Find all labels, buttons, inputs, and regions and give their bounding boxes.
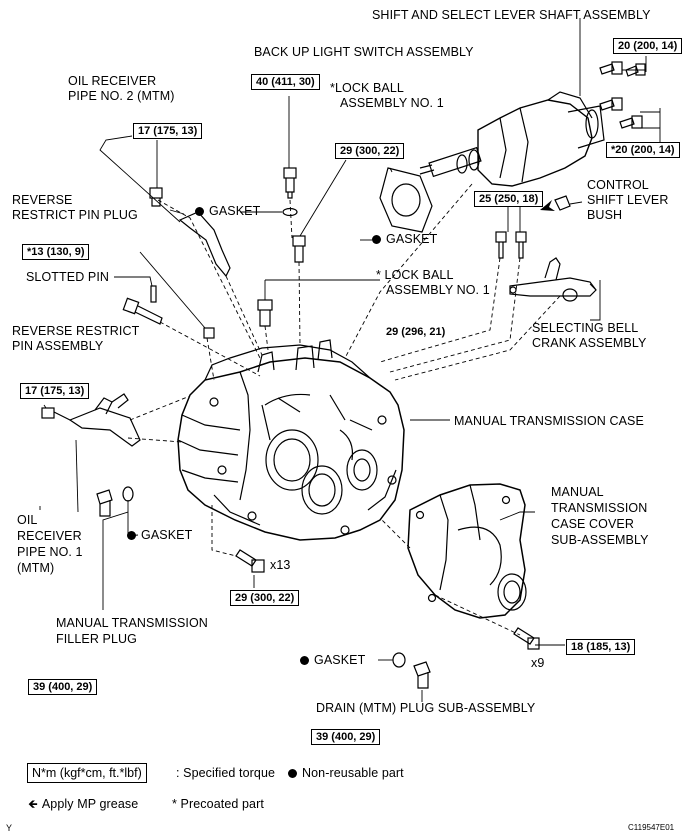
torque-shaft-bolts-precoated: *20 (200, 14) <box>606 142 680 158</box>
label-oil-receiver-1-line4: (MTM) <box>17 561 55 575</box>
leader-lines <box>39 18 661 702</box>
torque-case-bolts: 29 (300, 22) <box>230 590 300 606</box>
label-control-line1: CONTROL <box>587 178 649 192</box>
cover-bolt-drawing <box>513 627 540 650</box>
label-oil-receiver-1-line2: RECEIVER <box>17 529 82 543</box>
label-gasket-backup: GASKET <box>195 204 260 219</box>
filler-gasket-drawing <box>122 486 134 502</box>
label-slotted-pin: SLOTTED PIN <box>26 270 110 284</box>
legend-torque-text: : Specified torque <box>176 766 276 780</box>
label-filler-line1: MANUAL TRANSMISSION <box>56 616 208 630</box>
torque-bell-crank-bolts: 25 (250, 18) <box>474 191 544 207</box>
label-reverse-plug-line2: RESTRICT PIN PLUG <box>12 208 138 222</box>
label-cover-line4: SUB-ASSEMBLY <box>551 533 649 547</box>
shift-lever-shaft-drawing <box>419 91 605 187</box>
label-shift-select-lever: SHIFT AND SELECT LEVER SHAFT ASSEMBLY <box>372 8 651 22</box>
drain-plug-drawing <box>413 661 431 689</box>
label-oil-receiver-2-line1: OIL RECEIVER <box>68 74 157 88</box>
gasket-text: GASKET <box>386 232 438 246</box>
shaft-bolts-drawing <box>599 61 646 129</box>
label-gasket-drain: GASKET <box>300 653 365 668</box>
label-oil-receiver-1-line3: PIPE NO. 1 <box>17 545 83 559</box>
label-cover-line3: CASE COVER <box>551 517 634 531</box>
nonreusable-dot-icon <box>195 207 204 216</box>
grease-arrow-marker <box>540 200 555 211</box>
label-reverse-pin-line2: PIN ASSEMBLY <box>12 339 104 353</box>
lever-bush-drawing <box>554 195 571 211</box>
legend-torque-box: N*m (kgf*cm, ft.*lbf) <box>27 763 147 783</box>
reverse-pin-drawing <box>122 297 163 325</box>
bolt-13-drawing <box>203 327 215 339</box>
nonreusable-dot-icon <box>127 531 136 540</box>
label-oil-receiver-2-line2: PIPE NO. 2 (MTM) <box>68 89 175 103</box>
footer-figure-code: C119547E01 <box>628 823 675 832</box>
nonreusable-dot-icon <box>288 769 297 778</box>
label-cover-line1: MANUAL <box>551 485 604 499</box>
legend-nonreusable: Non-reusable part <box>288 766 404 781</box>
legend-grease: 🡸Apply MP grease <box>28 797 138 812</box>
label-lock-ball-lower-line1: * LOCK BALL <box>376 268 454 282</box>
label-control-line2: SHIFT LEVER <box>587 193 669 207</box>
oil-pipe-2-drawing <box>178 211 231 278</box>
footer-orientation: Y <box>6 823 13 833</box>
torque-backup-switch: 40 (411, 30) <box>251 74 320 90</box>
filler-plug-drawing <box>96 489 113 517</box>
label-lock-ball-lower-line2: ASSEMBLY NO. 1 <box>386 283 490 297</box>
reverse-plug-drawing <box>149 187 163 207</box>
label-lock-ball-upper-line2: ASSEMBLY NO. 1 <box>340 96 444 110</box>
label-control-line3: BUSH <box>587 208 623 222</box>
label-x9: x9 <box>531 656 545 670</box>
torque-filler-plug: 39 (400, 29) <box>28 679 98 695</box>
torque-lock-ball-lower: 29 (296, 21) <box>386 326 446 338</box>
lock-ball-lower-drawing <box>257 299 273 327</box>
label-selecting-line2: CRANK ASSEMBLY <box>532 336 647 350</box>
gasket-text: GASKET <box>314 653 366 667</box>
label-gasket-filler: GASKET <box>127 528 192 543</box>
label-drain-plug: DRAIN (MTM) PLUG SUB-ASSEMBLY <box>316 701 536 715</box>
legend-nonreusable-text: Non-reusable part <box>302 766 404 780</box>
lock-ball-upper-drawing <box>292 235 306 263</box>
transmission-case-drawing <box>177 339 405 541</box>
torque-oil-pipe-1: 17 (175, 13) <box>20 383 90 399</box>
label-transmission-case: MANUAL TRANSMISSION CASE <box>454 414 644 428</box>
gasket-text: GASKET <box>209 204 261 218</box>
alignment-lines <box>127 183 561 636</box>
case-bolt-drawing <box>235 549 265 573</box>
torque-shaft-bolts: 20 (200, 14) <box>613 38 683 54</box>
bell-crank-drawing <box>509 257 597 302</box>
torque-lock-ball-upper: 29 (300, 22) <box>335 143 405 159</box>
torque-reverse-plug: 17 (175, 13) <box>133 123 203 139</box>
legend-grease-text: Apply MP grease <box>41 797 139 811</box>
grease-arrow-icon: 🡸 <box>28 797 38 811</box>
drain-gasket-drawing <box>392 652 406 668</box>
gasket-text: GASKET <box>141 528 193 542</box>
backup-switch-drawing <box>283 167 297 199</box>
torque-drain-plug: 39 (400, 29) <box>311 729 381 745</box>
torque-bolt-13: *13 (130, 9) <box>22 244 90 260</box>
backup-switch-gasket-drawing <box>282 207 298 217</box>
label-filler-line2: FILLER PLUG <box>56 632 137 646</box>
label-oil-receiver-1-line1: OIL <box>17 513 38 527</box>
bell-crank-bolts-drawing <box>495 231 527 259</box>
label-selecting-line1: SELECTING BELL <box>532 321 639 335</box>
slotted-pin-drawing <box>150 285 157 303</box>
nonreusable-dot-icon <box>300 656 309 665</box>
nonreusable-dot-icon <box>372 235 381 244</box>
legend-precoated: * Precoated part <box>172 797 264 811</box>
label-reverse-plug-line1: REVERSE <box>12 193 73 207</box>
label-backup-switch: BACK UP LIGHT SWITCH ASSEMBLY <box>254 45 474 59</box>
label-gasket-plate: GASKET <box>372 232 437 247</box>
case-cover-drawing <box>407 483 527 619</box>
label-cover-line2: TRANSMISSION <box>551 501 648 515</box>
oil-pipe-1-drawing <box>41 393 141 447</box>
torque-cover-bolts: 18 (185, 13) <box>566 639 636 655</box>
gasket-plate-drawing <box>379 167 433 233</box>
label-reverse-pin-line1: REVERSE RESTRICT <box>12 324 140 338</box>
label-x13: x13 <box>270 558 291 572</box>
label-lock-ball-upper-line1: *LOCK BALL <box>330 81 404 95</box>
